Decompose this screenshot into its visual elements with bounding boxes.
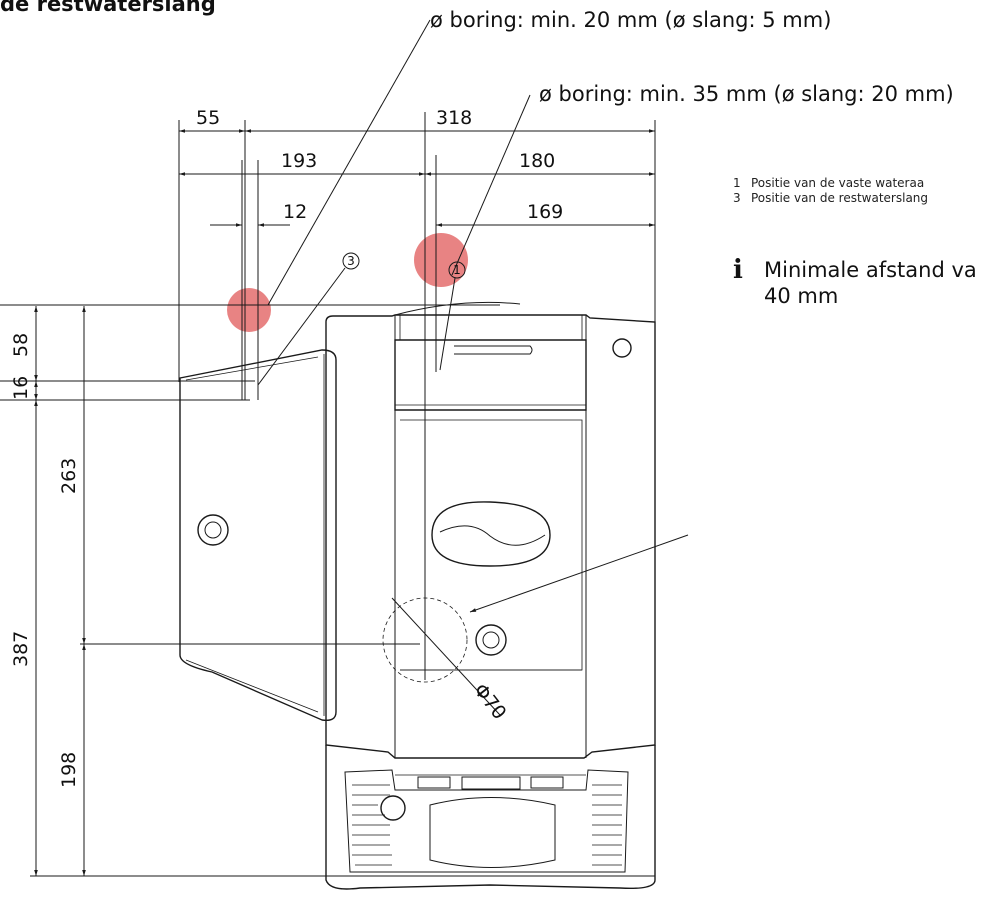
side-door bbox=[179, 349, 337, 722]
drip-tray-upper bbox=[394, 339, 587, 411]
dim-169: 169 bbox=[527, 201, 563, 223]
page-title: de restwaterslang bbox=[0, 0, 216, 16]
dim-58: 58 bbox=[10, 333, 32, 357]
housing-body bbox=[325, 314, 656, 759]
dim-12: 12 bbox=[283, 201, 307, 223]
dim-193: 193 bbox=[281, 150, 317, 172]
handle bbox=[431, 501, 551, 567]
legend-number: 3 bbox=[733, 191, 741, 205]
bore-marker-large bbox=[414, 233, 468, 287]
dim-198: 198 bbox=[58, 752, 80, 788]
info-line-1: Minimale afstand va bbox=[764, 258, 977, 282]
base-unit bbox=[325, 745, 656, 890]
dim-263: 263 bbox=[58, 458, 80, 494]
dim-180: 180 bbox=[519, 150, 555, 172]
legend-text: Positie van de vaste wateraa bbox=[751, 176, 925, 190]
dim-55: 55 bbox=[196, 107, 220, 129]
legend-item: 3 Positie van de restwaterslang bbox=[733, 191, 928, 206]
bore-marker-small bbox=[227, 288, 271, 332]
info-note: i Minimale afstand va 40 mm bbox=[733, 257, 977, 309]
appliance-outline bbox=[179, 301, 656, 890]
callout-large-bore: ø boring: min. 35 mm (ø slang: 20 mm) bbox=[539, 82, 954, 106]
legend-text: Positie van de restwaterslang bbox=[751, 191, 929, 205]
dim-16: 16 bbox=[10, 376, 32, 400]
dim-387: 387 bbox=[10, 631, 32, 667]
dim-318: 318 bbox=[436, 107, 472, 129]
marker-3: 3 bbox=[347, 254, 355, 268]
dim-diameter: Φ70 bbox=[469, 680, 510, 724]
door-knob bbox=[197, 514, 229, 546]
callout-small-bore: ø boring: min. 20 mm (ø slang: 5 mm) bbox=[430, 8, 832, 32]
info-icon: i bbox=[733, 255, 743, 285]
info-line-2: 40 mm bbox=[764, 284, 839, 308]
marker-1: 1 bbox=[453, 263, 461, 277]
legend: 1 Positie van de vaste wateraa 3 Positie v… bbox=[733, 176, 928, 206]
legend-number: 1 bbox=[733, 176, 741, 190]
legend-item: 1 Positie van de vaste wateraa bbox=[733, 176, 928, 191]
